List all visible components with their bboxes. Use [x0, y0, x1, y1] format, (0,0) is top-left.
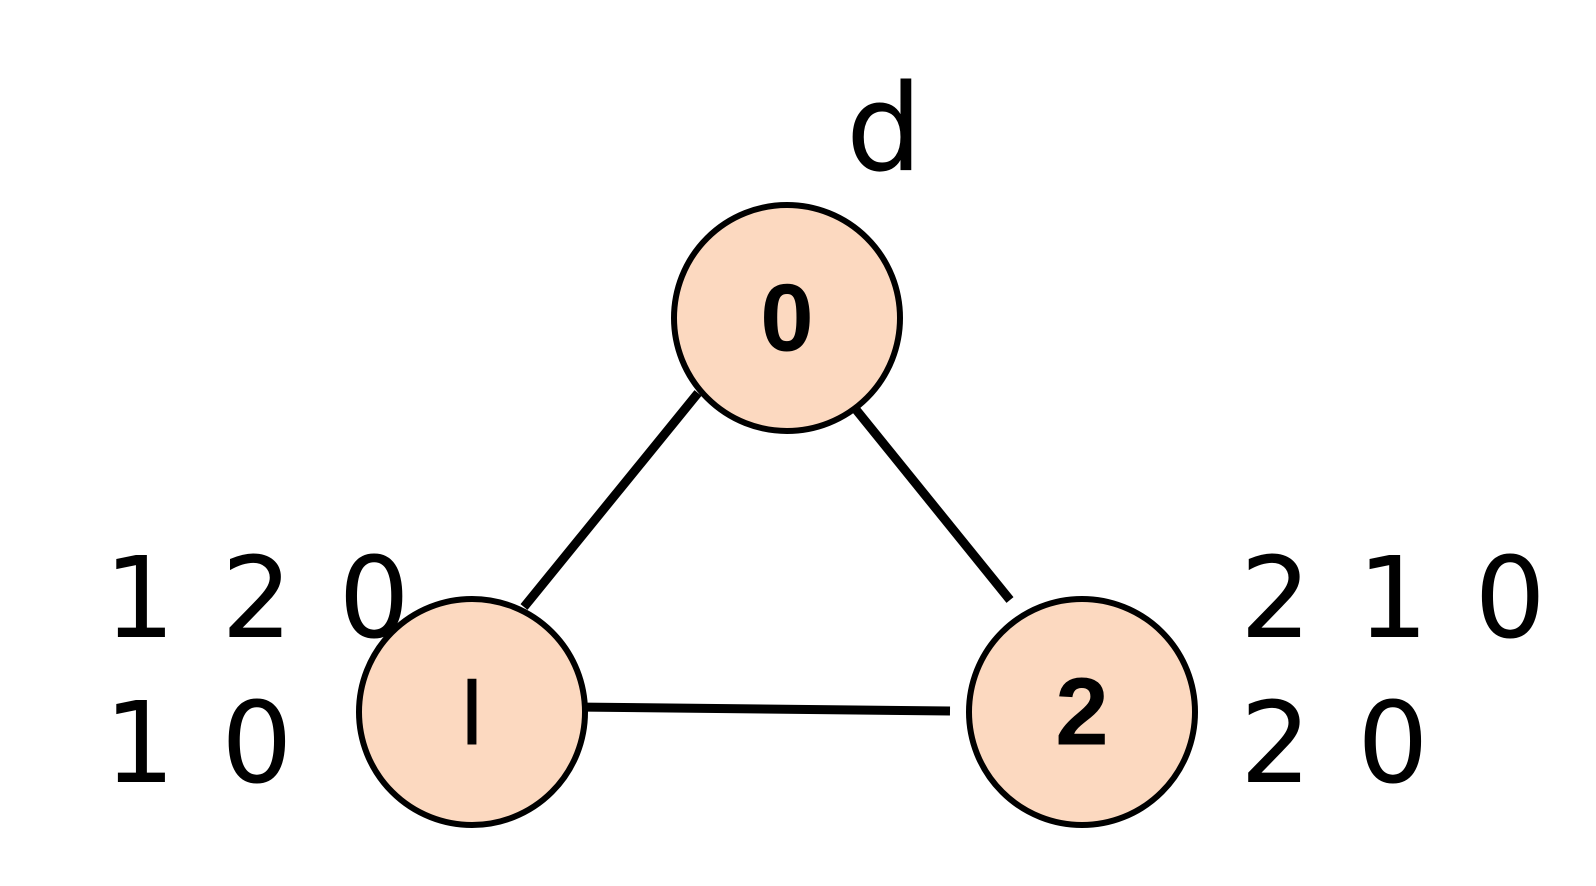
- node-2-circle: [966, 596, 1198, 828]
- edge-0-1: [520, 390, 702, 610]
- path-left-2: 10: [104, 679, 339, 809]
- node-0-label: 0: [760, 265, 813, 372]
- path-right-1: 210: [1240, 534, 1592, 664]
- path-left-1: 120: [104, 534, 456, 664]
- path-right-2: 20: [1240, 679, 1475, 809]
- node-2-label: 2: [1055, 659, 1108, 766]
- edge-1-2: [573, 702, 951, 716]
- node-0: 0: [671, 202, 903, 434]
- node-2: 2: [966, 596, 1198, 828]
- node-1-circle: [356, 596, 588, 828]
- node-0-circle: [671, 202, 903, 434]
- node-1-label: I: [459, 659, 486, 766]
- node-1: I: [356, 596, 588, 828]
- top-label: d: [846, 60, 922, 199]
- edge-0-2: [841, 393, 1014, 603]
